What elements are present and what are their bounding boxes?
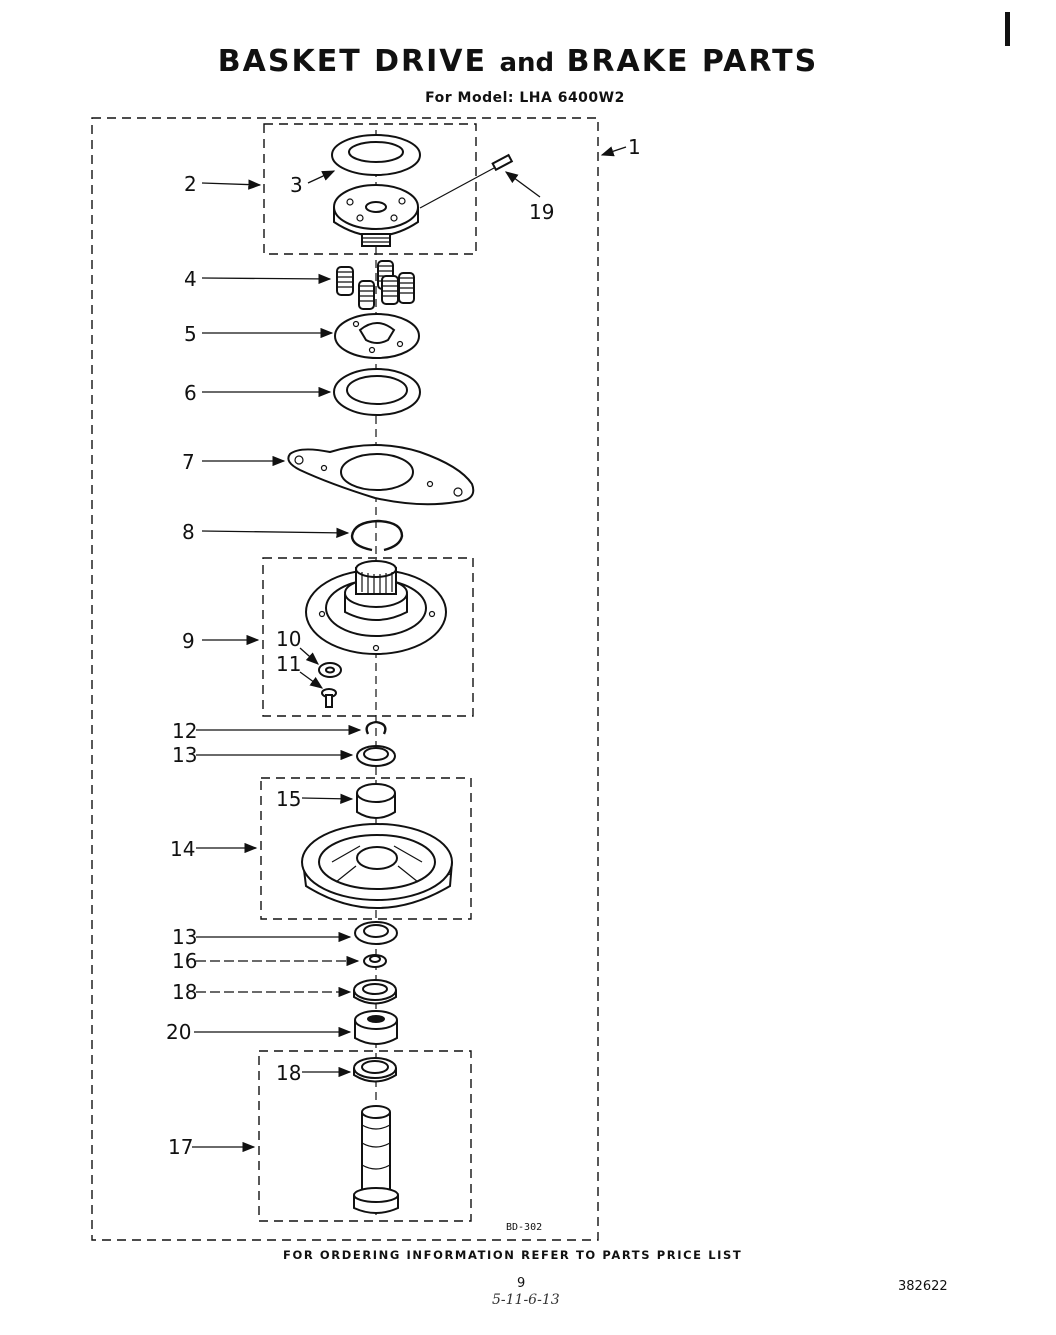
document-number: 382622 (898, 1279, 948, 1294)
callout-20: 20 (166, 1020, 191, 1044)
part-5-plate (334, 313, 420, 359)
callout-17: 17 (168, 1135, 193, 1159)
callout-9: 9 (182, 629, 195, 653)
callout-19: 19 (529, 200, 554, 224)
model-line: For Model: LHA 6400W2 (425, 90, 625, 106)
part-14-pulley (301, 823, 453, 909)
part-12-snap-ring (365, 720, 387, 735)
assembly-boundary (91, 117, 599, 1241)
subassembly-box-17 (258, 1050, 472, 1222)
subassembly-box-14 (260, 777, 472, 920)
page-number: 9 (517, 1276, 526, 1291)
title-part2: BRAKE PARTS (566, 44, 819, 79)
callout-13-lower: 13 (172, 925, 197, 949)
callout-1: 1 (628, 135, 641, 159)
ordering-note: FOR ORDERING INFORMATION REFER TO PARTS … (283, 1248, 743, 1262)
part-13-bearing-lower (354, 921, 398, 945)
diagram-code: BD-302 (506, 1222, 542, 1233)
part-20-sleeve (354, 1010, 398, 1045)
part-2-gear-hub (333, 184, 419, 247)
callout-6: 6 (184, 381, 197, 405)
callout-7: 7 (182, 450, 195, 474)
part-19-pin (419, 153, 514, 209)
handwritten-note: 5-11-6-13 (492, 1292, 560, 1308)
callout-10: 10 (276, 627, 301, 651)
callout-18-lower: 18 (276, 1061, 301, 1085)
part-6-washer (333, 368, 421, 416)
callout-3: 3 (290, 173, 303, 197)
callout-11: 11 (276, 652, 301, 676)
leader-lines (192, 146, 627, 1153)
callout-5: 5 (184, 322, 197, 346)
title-and: and (499, 48, 555, 78)
callout-12: 12 (172, 719, 197, 743)
corner-mark (1005, 12, 1010, 46)
part-18-bearing-lower (353, 1057, 397, 1083)
callout-14: 14 (170, 837, 195, 861)
callout-15: 15 (276, 787, 301, 811)
part-17-shaft (353, 1105, 399, 1214)
callout-2: 2 (184, 172, 197, 196)
title-part1: BASKET DRIVE (217, 44, 487, 79)
callout-16: 16 (172, 949, 197, 973)
part-16-collar (363, 954, 387, 968)
page-title: BASKET DRIVE and BRAKE PARTS (0, 44, 1036, 79)
part-15-bushing (356, 783, 396, 819)
part-7-bracket (287, 444, 475, 506)
callout-13: 13 (172, 743, 197, 767)
callout-4: 4 (184, 267, 197, 291)
part-13-bearing-upper (356, 745, 396, 767)
part-9-hub-flange (305, 560, 447, 655)
part-18-bearing-upper (353, 979, 397, 1005)
callout-18: 18 (172, 980, 197, 1004)
part-11-screw (321, 688, 337, 708)
subassembly-box-2 (263, 123, 477, 255)
part-10-washer (318, 662, 342, 678)
part-4-springs (336, 260, 415, 310)
subassembly-box-9 (262, 557, 474, 717)
part-3-washer (331, 134, 421, 176)
callout-8: 8 (182, 520, 195, 544)
part-8-ring (350, 519, 404, 552)
